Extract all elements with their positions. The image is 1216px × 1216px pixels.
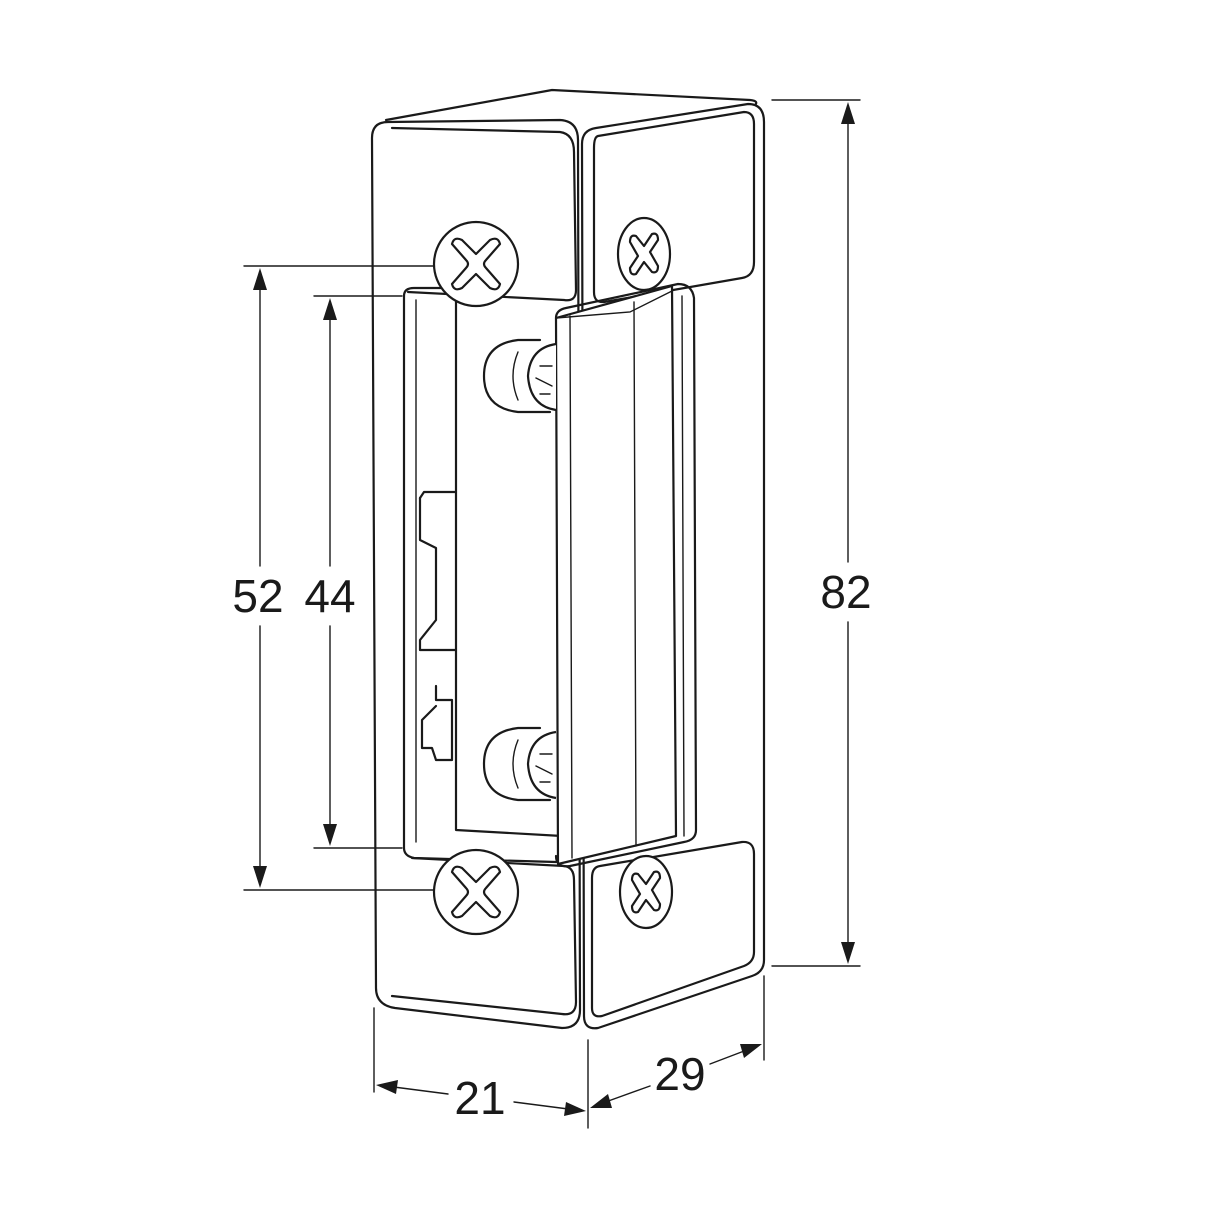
screw-icon (618, 854, 674, 930)
latch-screw-lower (482, 726, 557, 802)
dimension-label-52: 52 (232, 570, 283, 622)
dimension-label-82: 82 (820, 566, 871, 618)
upper-blocks (390, 110, 756, 304)
dimension-label-44: 44 (304, 570, 355, 622)
screw-icon (616, 216, 672, 292)
dimension-height-total: 82 (771, 99, 872, 967)
dimension-front-width: 21 (373, 1007, 589, 1129)
latch-screw-upper (482, 338, 557, 414)
dimension-label-21: 21 (454, 1072, 505, 1124)
screw-icon (432, 848, 520, 936)
dimension-side-depth: 29 (590, 975, 765, 1108)
dimension-screw-spacing: 52 (232, 265, 435, 891)
latch-bolt (554, 282, 698, 868)
dimension-latch-opening: 44 (304, 295, 403, 849)
dimension-label-29: 29 (654, 1048, 705, 1100)
screw-icon (432, 220, 520, 308)
